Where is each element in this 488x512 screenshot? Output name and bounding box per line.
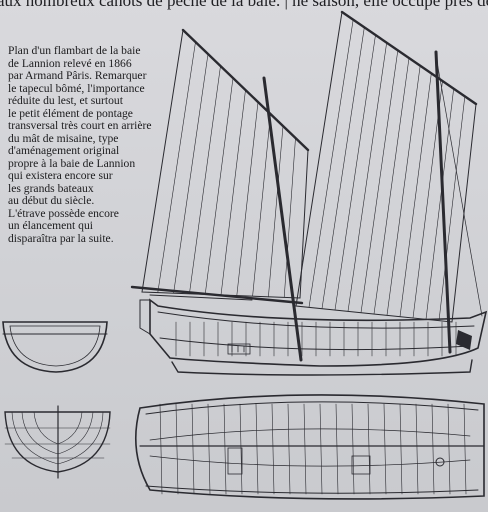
midship-section: [2, 321, 108, 373]
foremast: [262, 76, 303, 362]
caption-line: le petit élément de pontage: [8, 106, 133, 120]
caption-line: réduite du lest, et surtout: [8, 94, 123, 107]
caption-line: du mât de misaine, type: [8, 131, 119, 145]
caption-line: Plan d'un flambart de la baie: [8, 44, 141, 57]
caption-line: L'étrave possède encore: [8, 206, 119, 220]
caption-line: un élancement qui: [8, 219, 93, 232]
caption-line: transversal très court en arrière: [8, 119, 152, 132]
caption-line: d'aménagement original: [8, 144, 120, 157]
body-plan: [4, 405, 111, 479]
caption-line: les grands bateaux: [8, 181, 94, 195]
mainmast: [434, 50, 452, 354]
caption-line: le tapecul bômé, l'importance: [8, 81, 145, 95]
hull-profile: [139, 298, 488, 376]
caption-line: de Lannion relevé en 1866: [8, 56, 132, 70]
caption-line: propre à la baie de Lannion: [8, 156, 136, 170]
running-text: aux nombreux canots de pêche de la baie.…: [0, 0, 488, 10]
deck-plan: [135, 394, 485, 500]
caption-line: par Armand Pâris. Remarquer: [8, 69, 147, 82]
caption-line: disparaîtra par la suite.: [8, 231, 114, 245]
sail-plan: [130, 10, 483, 362]
foresail: [141, 28, 310, 299]
mainsail: [295, 10, 478, 323]
boom: [130, 285, 304, 305]
caption-line: au début du siècle.: [8, 194, 95, 207]
caption-line: qui existera encore sur: [8, 169, 113, 182]
figure-caption: Plan d'un flambart de la baie de Lannion…: [8, 44, 180, 245]
